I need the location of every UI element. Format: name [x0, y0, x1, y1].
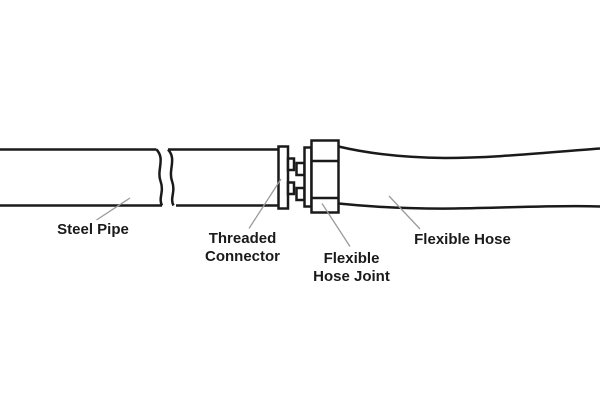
leader-line-steel-pipe — [96, 197, 131, 221]
connector-thread-tab-bottom — [286, 181, 296, 196]
flexible-hose-joint-shape — [295, 139, 340, 214]
connector-thread-tab-top — [286, 157, 296, 172]
label-flexible-hose-text: Flexible Hose — [414, 231, 511, 248]
leader-line-threaded-connector — [248, 178, 282, 229]
label-threaded-connector-line1: Threaded — [208, 230, 277, 247]
hose-bottom-line — [338, 202, 600, 210]
pipe-break-curve-right — [167, 148, 175, 207]
label-flexible-hose-joint: Flexible Hose Joint — [313, 250, 390, 286]
threaded-connector-shape — [277, 145, 296, 210]
connector-flange — [277, 145, 290, 210]
label-flexible-hose: Flexible Hose — [414, 231, 511, 249]
pipe-break-symbol — [155, 148, 175, 207]
leader-lines — [96, 178, 421, 247]
leader-line-flexible-hose-joint — [321, 203, 351, 247]
label-flexible-hose-joint-line2: Hose Joint — [313, 268, 390, 285]
label-flexible-hose-joint-line1: Flexible — [323, 250, 380, 267]
steel-pipe-outline — [0, 148, 279, 207]
label-threaded-connector: Threaded Connector — [205, 230, 280, 266]
label-steel-pipe-text: Steel Pipe — [57, 221, 129, 238]
label-steel-pipe: Steel Pipe — [57, 221, 129, 239]
pipe-break-curve-left — [155, 148, 164, 207]
flexible-hose-outline — [338, 145, 600, 210]
joint-nut-body — [310, 139, 340, 214]
label-threaded-connector-line2: Connector — [205, 248, 280, 265]
leader-line-flexible-hose — [388, 195, 421, 230]
hose-top-line — [338, 145, 600, 160]
